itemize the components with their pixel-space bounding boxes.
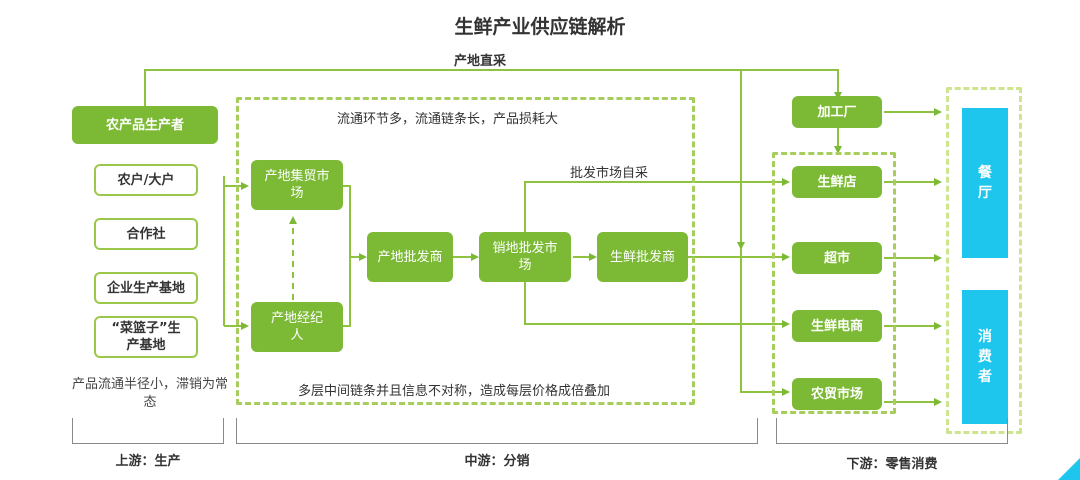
bracket-downstream (776, 418, 1008, 444)
producer-vegetable-basket-base: “菜篮子”生产基地 (94, 316, 198, 358)
upstream-note: 产品流通半径小，滞销为常态 (72, 377, 229, 410)
node-consumer: 消费者 (962, 290, 1008, 424)
producer-header: 农产品生产者 (72, 106, 218, 144)
node-fresh-wholesaler: 生鲜批发商 (597, 232, 688, 282)
tier-upstream: 上游：生产 (115, 454, 181, 469)
node-fresh-ecommerce: 生鲜电商 (792, 310, 882, 342)
midstream-container (236, 97, 695, 405)
mid-note-top: 流通环节多，流通链条长，产品损耗大 (337, 112, 559, 127)
bracket-midstream (236, 418, 758, 444)
producer-farmer: 农户/大户 (94, 164, 198, 196)
diagram-title: 生鲜产业供应链解析 (454, 16, 626, 38)
bracket-upstream (72, 418, 224, 444)
node-restaurant: 餐厅 (962, 108, 1008, 258)
label-direct-purchase: 产地直采 (454, 54, 507, 69)
tier-downstream: 下游：零售消费 (846, 457, 938, 472)
consumer-container (946, 87, 1022, 434)
mid-note-bottom: 多层中间链条并且信息不对称，造成每层价格成倍叠加 (298, 384, 611, 399)
corner-decoration (1058, 458, 1080, 480)
label-wholesale-self-purchase: 批发市场自采 (570, 166, 649, 181)
retail-container (772, 152, 896, 414)
node-origin-broker: 产地经纪人 (251, 302, 343, 352)
node-origin-market: 产地集贸市场 (251, 160, 343, 210)
producer-enterprise-base: 企业生产基地 (94, 272, 198, 304)
tier-midstream: 中游：分销 (464, 454, 530, 469)
node-farmers-market: 农贸市场 (792, 378, 882, 410)
node-processing-plant: 加工厂 (792, 96, 882, 128)
node-sales-wholesale-market: 销地批发市场 (479, 232, 571, 282)
node-supermarket: 超市 (792, 242, 882, 274)
node-fresh-store: 生鲜店 (792, 166, 882, 198)
node-origin-wholesaler: 产地批发商 (367, 232, 453, 282)
producer-cooperative: 合作社 (94, 218, 198, 250)
